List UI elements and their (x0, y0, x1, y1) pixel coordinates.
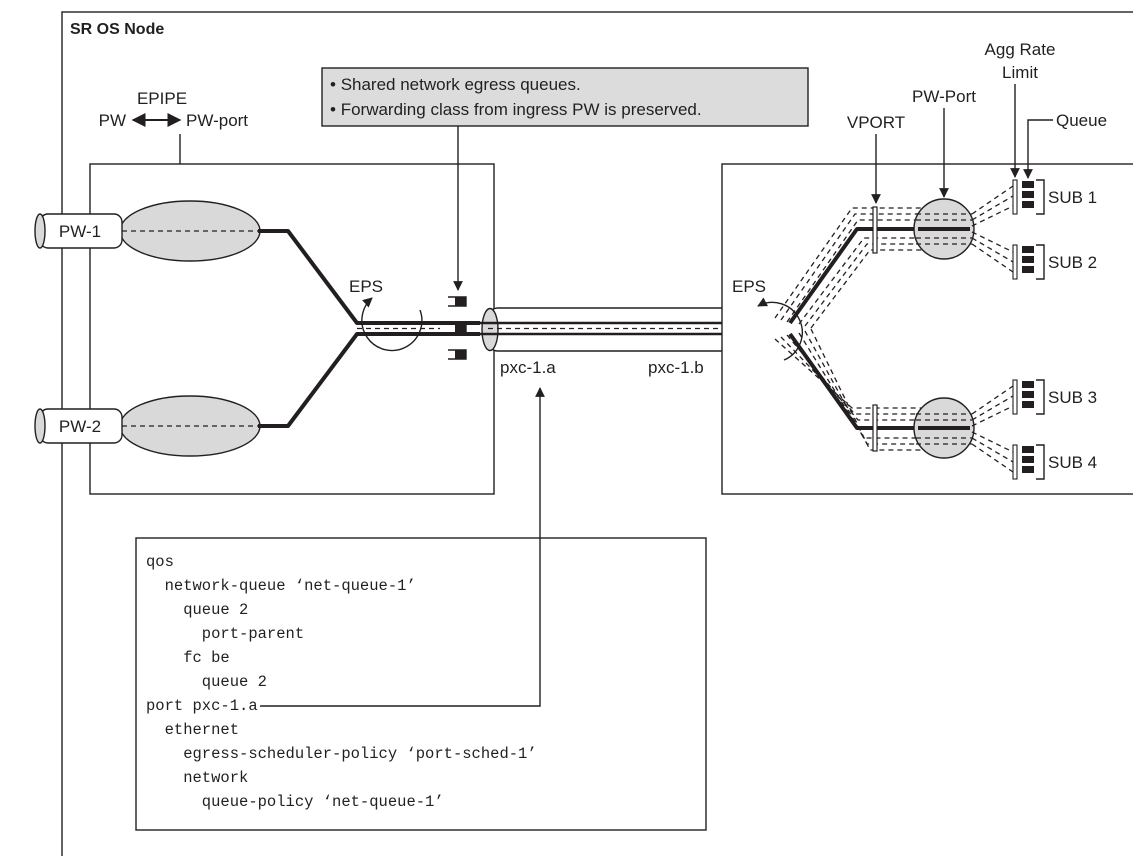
eps-right: EPS (732, 277, 803, 361)
vport-bar-upper (872, 206, 878, 254)
config-line: port-parent (146, 625, 304, 643)
vport-bar-lower (872, 404, 878, 452)
agg-rate-label-line-1: Agg Rate (985, 40, 1056, 59)
eps-left: EPS (349, 277, 423, 352)
callout-background (321, 67, 809, 127)
subscriber-sub-1: SUB 1 (1012, 179, 1097, 215)
config-line-port: port pxc-1.a (146, 697, 258, 715)
eps-left-rotation-arrow (361, 297, 423, 352)
sub-2-label: SUB 2 (1048, 253, 1097, 272)
config-line: queue 2 (146, 601, 248, 619)
pw-port-label: PW-Port (912, 87, 976, 106)
config-line: ethernet (146, 721, 239, 739)
config-box (135, 537, 707, 831)
pw-1-pipe-end (34, 213, 46, 249)
config-line: qos (146, 553, 174, 571)
pseudowire-pw-2: PW-2 (34, 395, 261, 457)
epipe-label: EPIPE PW PW-port (99, 89, 248, 191)
vport-label: VPORT (847, 113, 905, 132)
config-line: network (146, 769, 248, 787)
callout-bullet-1: • Shared network egress queues. (330, 75, 581, 94)
epipe-title: EPIPE (137, 89, 187, 108)
subscriber-sub-2: SUB 2 (1012, 244, 1097, 280)
pw-1-thick-path (258, 229, 480, 325)
eps-right-label: EPS (732, 277, 766, 296)
pxc-a-label: pxc-1.a (500, 358, 556, 377)
eps-right-rotation-arrow (757, 297, 803, 361)
pw-2-label: PW-2 (59, 417, 101, 436)
queue-arrow (1023, 119, 1053, 179)
config-line: fc be (146, 649, 230, 667)
subscriber-sub-4: SUB 4 (1012, 444, 1097, 480)
eps-left-label: EPS (349, 277, 383, 296)
network-egress-queues (448, 296, 467, 360)
agg-rate-label-line-2: Limit (1002, 63, 1038, 82)
callout-bullet-2: • Forwarding class from ingress PW is pr… (330, 100, 702, 119)
callout-box: • Shared network egress queues. • Forwar… (321, 67, 809, 291)
config-line: queue 2 (146, 673, 267, 691)
sub-1-label: SUB 1 (1048, 188, 1097, 207)
node-title: SR OS Node (70, 21, 164, 38)
pw-port-inner-dashes (916, 213, 972, 445)
pxc-pipe-left-end (481, 307, 499, 352)
right-thick-path-upper (788, 227, 918, 325)
config-line: queue-policy ‘net-queue-1’ (146, 793, 444, 811)
pseudowire-pw-1: PW-1 (34, 200, 261, 262)
sub-4-label: SUB 4 (1048, 453, 1097, 472)
pw-1-label: PW-1 (59, 222, 101, 241)
epipe-pw-port-label: PW-port (186, 111, 248, 130)
right-labels: VPORT PW-Port Agg Rate Limit Queue (847, 40, 1107, 204)
config-text: qos network-queue ‘net-queue-1’ queue 2 … (146, 553, 537, 811)
pxc-b-label: pxc-1.b (648, 358, 704, 377)
sub-3-label: SUB 3 (1048, 388, 1097, 407)
subscriber-fanout-dashes (971, 185, 1014, 473)
pw-2-pipe-end (34, 408, 46, 444)
vport-bars (872, 206, 878, 452)
config-line: network-queue ‘net-queue-1’ (146, 577, 416, 595)
pxc-pipe-body (487, 307, 747, 352)
epipe-pw-label: PW (99, 111, 126, 130)
config-line: egress-scheduler-policy ‘port-sched-1’ (146, 745, 537, 763)
right-thick-path-lower (788, 332, 918, 430)
subscriber-sub-3: SUB 3 (1012, 379, 1097, 415)
queue-label: Queue (1056, 111, 1107, 130)
pxc-a-connector-arrow (260, 387, 545, 707)
